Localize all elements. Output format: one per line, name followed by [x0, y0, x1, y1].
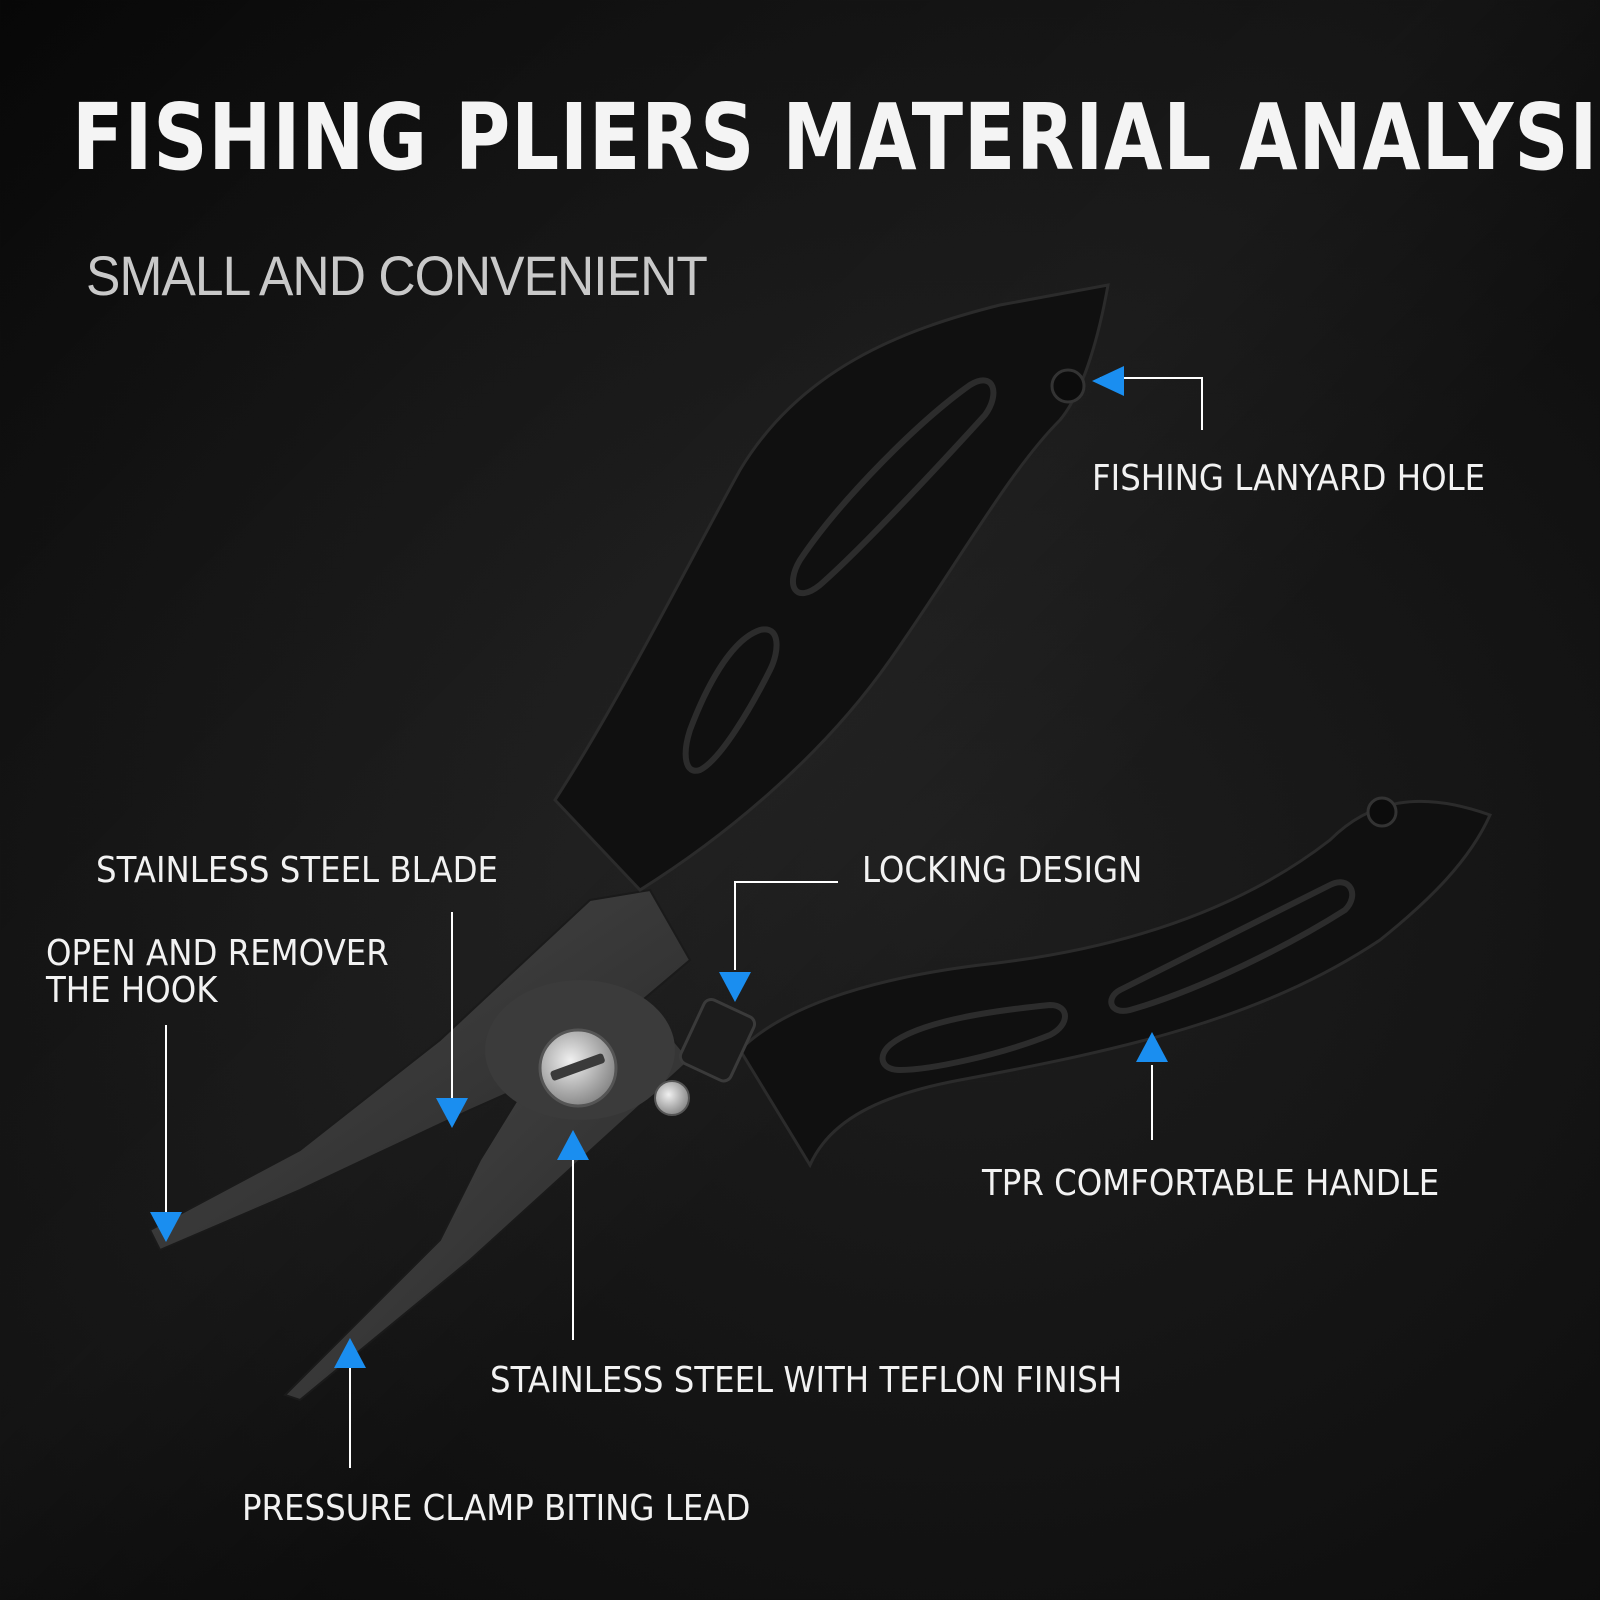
spring-pin: [654, 1080, 690, 1116]
lower-handle: [738, 799, 1493, 1169]
hook-arrow: [150, 1212, 182, 1242]
callout-hook-line2: THE HOOK: [46, 970, 218, 1012]
clamp-arrow: [334, 1338, 366, 1368]
teflon-arrow: [557, 1130, 589, 1160]
lock-block: [678, 997, 757, 1083]
upper-handle-slot-small: [682, 626, 780, 774]
callout-handle: TPR COMFORTABLE HANDLE: [982, 1163, 1440, 1204]
upper-handle-slot: [789, 377, 997, 597]
page-title: FISHING PLIERS MATERIAL ANALYSIS: [72, 84, 1600, 191]
lanyard-leader: [1100, 377, 1203, 430]
callout-blade: STAINLESS STEEL BLADE: [96, 850, 499, 891]
lanyard-arrow: [1092, 366, 1124, 396]
handle-arrow: [1136, 1032, 1168, 1062]
callout-arrows: [150, 366, 1168, 1368]
upper-handle: [553, 283, 1110, 892]
callout-hook: OPEN AND REMOVER THE HOOK: [46, 935, 389, 1010]
upper-lanyard-hole: [1050, 368, 1086, 404]
callout-teflon: STAINLESS STEEL WITH TEFLON FINISH: [490, 1360, 1123, 1401]
callout-clamp: PRESSURE CLAMP BITING LEAD: [242, 1488, 751, 1529]
pliers-illustration: [148, 283, 1493, 1402]
lower-lanyard-hole: [1366, 796, 1398, 828]
callout-locking: LOCKING DESIGN: [862, 850, 1143, 891]
callout-lanyard-hole: FISHING LANYARD HOLE: [1092, 458, 1486, 499]
upper-jaw: [148, 888, 692, 1252]
lower-handle-slot-small: [879, 1001, 1068, 1074]
callout-lines: [165, 377, 1203, 1468]
blade-arrow: [436, 1098, 468, 1128]
pivot-screw-slot: [550, 1053, 605, 1081]
lower-handle-slot: [1108, 879, 1356, 1014]
locking-leader: [734, 881, 838, 970]
page-subtitle: SMALL AND CONVENIENT: [86, 244, 708, 307]
locking-arrow: [719, 972, 751, 1002]
callout-hook-line1: OPEN AND REMOVER: [46, 933, 389, 974]
